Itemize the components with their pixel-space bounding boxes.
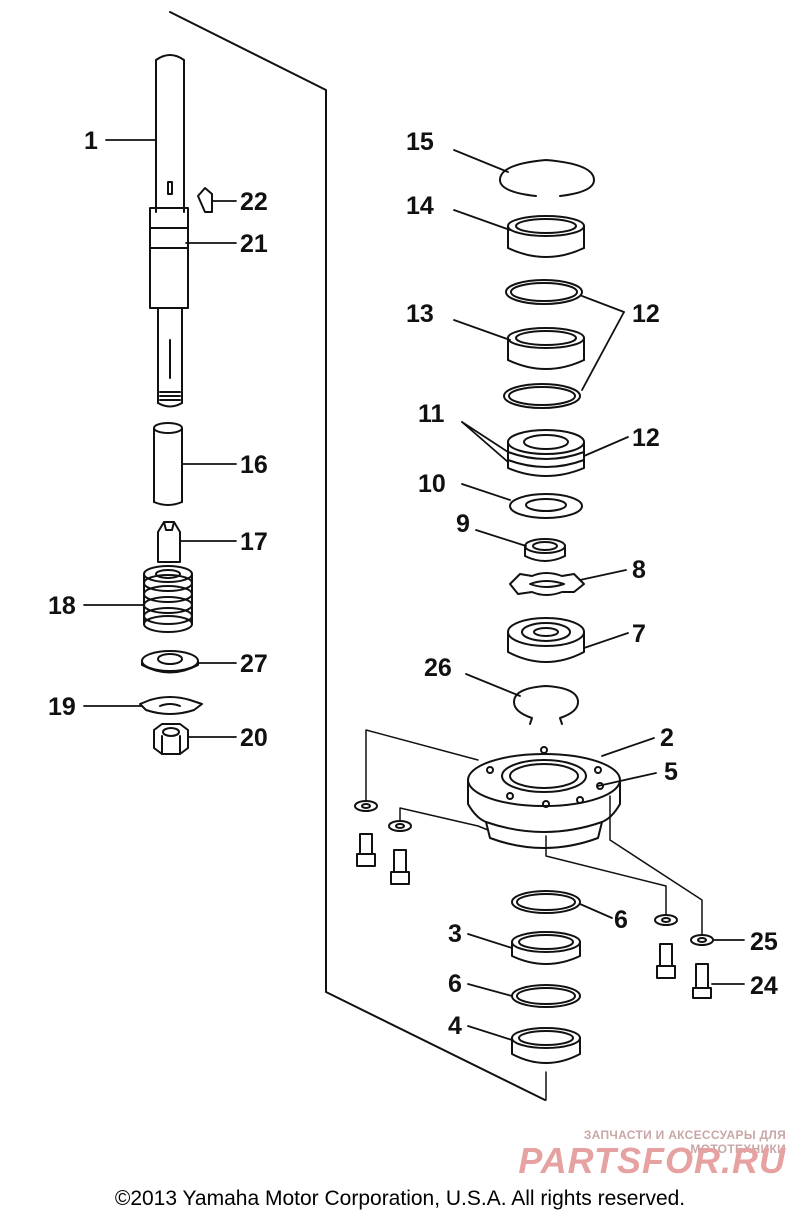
callout-6-upper: 6 xyxy=(614,906,628,934)
callout-5: 5 xyxy=(664,758,678,786)
bolt-group xyxy=(354,800,714,999)
o-ring-6b-part xyxy=(511,984,581,1008)
ring-3-part xyxy=(511,931,581,965)
watermark-logo: PARTSFOR.RU xyxy=(518,1140,786,1181)
callout-23: 22 xyxy=(240,188,268,216)
callout-8: 8 xyxy=(632,556,646,584)
woodruff-key-part xyxy=(197,187,213,213)
drive-shaft-part xyxy=(149,54,189,408)
callout-16: 15 xyxy=(406,128,434,156)
callout-19: 18 xyxy=(48,592,76,620)
shim-part xyxy=(509,572,585,596)
callout-22: 21 xyxy=(240,230,268,258)
callout-7: 7 xyxy=(632,620,646,648)
callout-17: 16 xyxy=(240,451,268,479)
o-ring-13a-part xyxy=(505,279,583,305)
ball-bearing-part xyxy=(507,617,585,663)
copyright-notice: ©2013 Yamaha Motor Corporation, U.S.A. A… xyxy=(114,1187,686,1210)
tab-washer-part xyxy=(139,696,203,715)
callout-21: 20 xyxy=(240,724,268,752)
callout-9: 9 xyxy=(456,510,470,538)
callout-3: 3 xyxy=(448,920,462,948)
bearing-housing-part xyxy=(467,746,621,849)
callout-1: 1 xyxy=(84,127,98,155)
o-ring-6a-part xyxy=(511,890,581,914)
callout-24: 24 xyxy=(750,972,778,1000)
callout-13: 12 xyxy=(632,300,660,328)
callout-15: 14 xyxy=(406,192,434,220)
coil-spring-part xyxy=(143,565,193,633)
group-frame-line xyxy=(169,11,546,1101)
seal-housing-part xyxy=(507,429,585,477)
callout-26: 26 xyxy=(424,654,452,682)
callout-25: 25 xyxy=(750,928,778,956)
callout-12: 12 xyxy=(632,424,660,452)
bushing-part xyxy=(524,538,566,562)
bolt-24-part xyxy=(695,963,709,989)
collar-15-part xyxy=(507,215,585,258)
shaft-sleeve-part xyxy=(153,422,183,506)
callout-11: 11 xyxy=(418,400,445,428)
callout-14: 13 xyxy=(406,300,434,328)
collar-part xyxy=(157,521,181,563)
washer-25-part xyxy=(690,934,714,946)
callout-20: 19 xyxy=(48,693,76,721)
thrust-washer-part xyxy=(509,493,583,519)
o-ring-13b-part xyxy=(503,383,581,409)
seat-washer-part xyxy=(141,650,199,674)
callout-27: 27 xyxy=(240,650,268,678)
watermark-tagline: ЗАПЧАСТИ И АКСЕССУАРЫ ДЛЯ МОТОТЕХНИКИ xyxy=(583,1128,786,1156)
circlip-top-part xyxy=(499,159,595,197)
collar-14-part xyxy=(507,327,585,370)
callout-18: 17 xyxy=(240,528,268,556)
callout-6-lower: 6 xyxy=(448,970,462,998)
ring-4-part xyxy=(511,1027,581,1064)
callout-10: 10 xyxy=(418,470,446,498)
callout-4: 4 xyxy=(448,1012,462,1040)
callout-2: 2 xyxy=(660,724,674,752)
hex-nut-part xyxy=(153,723,189,755)
circlip-26-part xyxy=(513,685,579,725)
